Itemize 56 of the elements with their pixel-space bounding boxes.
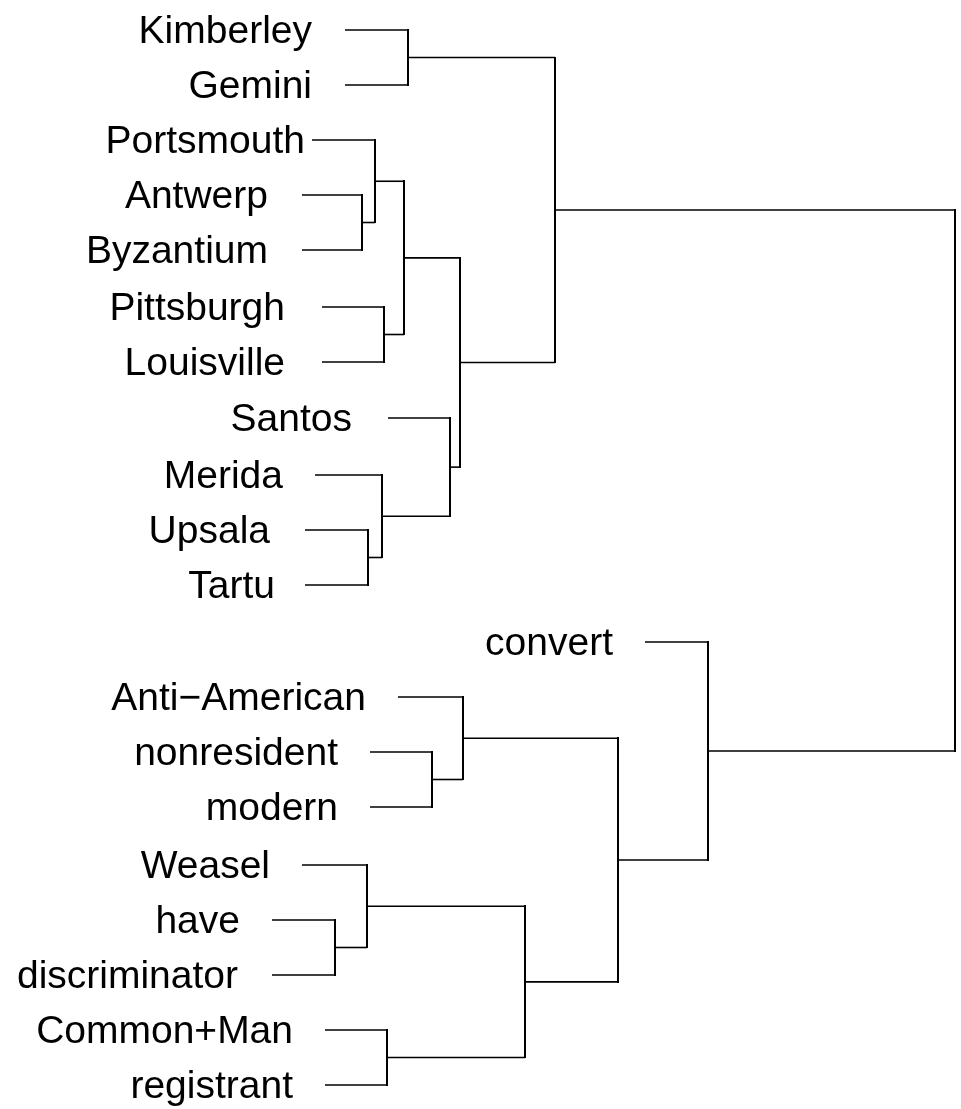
dendrogram-branch: [449, 466, 461, 468]
dendrogram-branch: [314, 474, 383, 476]
dendrogram-branch: [369, 806, 433, 808]
dendrogram-branch: [324, 1084, 388, 1086]
dendrogram-branch: [324, 1029, 388, 1031]
dendrogram-branch: [321, 361, 385, 363]
dendrogram-branch: [301, 864, 368, 866]
leaf-label: convert: [485, 619, 645, 665]
leaf-label: Weasel: [140, 842, 302, 888]
dendrogram-branch: [459, 361, 556, 364]
dendrogram-branch: [554, 209, 956, 211]
leaf-label: registrant: [130, 1062, 325, 1108]
dendrogram-branch: [462, 737, 619, 740]
leaf-label: have: [155, 897, 272, 943]
leaf-label: Santos: [230, 395, 388, 441]
dendrogram-branch: [374, 180, 405, 183]
dendrogram-branch: [304, 529, 369, 531]
dendrogram-branch: [366, 905, 526, 908]
dendrogram-branch: [271, 919, 336, 921]
leaf-label: Louisville: [124, 339, 322, 385]
leaf-label: discriminator: [16, 952, 272, 998]
dendrogram-branch: [334, 946, 368, 949]
leaf-label: Upsala: [148, 507, 305, 553]
leaf-label: Anti−American: [111, 674, 398, 720]
leaf-label: Antwerp: [124, 172, 302, 218]
dendrogram-branch: [644, 641, 709, 643]
leaf-label: Byzantium: [85, 227, 302, 273]
leaf-label: modern: [205, 784, 370, 830]
leaf-label: Tartu: [188, 562, 305, 608]
dendrogram-branch: [403, 257, 461, 259]
dendrogram-branch: [381, 515, 451, 518]
dendrogram-branch: [271, 974, 336, 976]
dendrogram-branch: [301, 194, 363, 196]
dendrogram-branch: [397, 696, 464, 698]
leaf-label: Pittsburgh: [109, 284, 322, 330]
dendrogram-branch: [301, 249, 363, 251]
dendrogram-branch: [304, 584, 369, 586]
leaf-label: Kimberley: [138, 7, 345, 53]
dendrogram-branch: [344, 29, 409, 31]
dendrogram-branch: [387, 417, 451, 419]
dendrogram-branch: [407, 56, 556, 59]
leaf-label: Portsmouth: [105, 117, 312, 163]
dendrogram-branch: [311, 139, 376, 141]
leaf-label: Merida: [163, 452, 315, 498]
dendrogram-branch: [344, 84, 409, 86]
dendrogram-branch: [369, 751, 433, 753]
dendrogram-branch: [386, 1056, 526, 1059]
dendrogram-branch: [617, 859, 709, 861]
dendrogram-branch: [383, 333, 405, 336]
dendrogram-branch: [321, 306, 385, 308]
dendrogram-branch: [524, 981, 619, 983]
dendrogram-branch: [707, 750, 956, 752]
leaf-label: nonresident: [134, 729, 370, 775]
leaf-label: Common+Man: [36, 1007, 325, 1053]
dendrogram-branch: [431, 778, 464, 781]
leaf-label: Gemini: [188, 62, 345, 108]
